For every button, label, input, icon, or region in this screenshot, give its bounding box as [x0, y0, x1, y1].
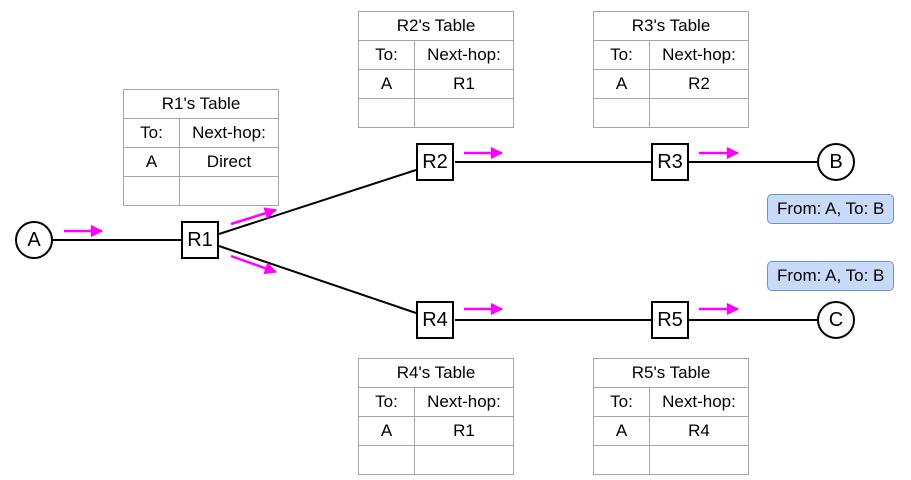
col-header-next-hop: Next-hop: [648, 387, 750, 417]
host-b: B [817, 143, 855, 181]
flow-arrow-r1-r4 [230, 254, 278, 275]
empty-cell [593, 445, 650, 475]
empty-cell [123, 176, 180, 206]
empty-cell [178, 176, 280, 206]
cell-next-hop: R1 [413, 416, 515, 446]
cell-to: A [593, 416, 650, 446]
col-header-to: To: [593, 40, 650, 70]
cell-next-hop: R4 [648, 416, 750, 446]
cell-to: A [358, 69, 415, 99]
empty-cell [648, 98, 750, 128]
col-header-next-hop: Next-hop: [648, 40, 750, 70]
col-header-next-hop: Next-hop: [413, 40, 515, 70]
table-title: R2's Table [357, 11, 515, 41]
empty-cell [413, 445, 515, 475]
empty-cell [358, 445, 415, 475]
link-r1-r4 [218, 245, 417, 314]
table-title: R3's Table [592, 11, 750, 41]
packet-label-b: From: A, To: B [767, 194, 895, 224]
router-r5: R5 [651, 301, 689, 339]
link-r1-r2 [218, 169, 417, 235]
col-header-to: To: [593, 387, 650, 417]
host-c: C [817, 301, 855, 339]
col-header-to: To: [358, 387, 415, 417]
col-header-to: To: [358, 40, 415, 70]
col-header-next-hop: Next-hop: [178, 118, 280, 148]
empty-cell [648, 445, 750, 475]
cell-next-hop: Direct [178, 147, 280, 177]
empty-cell [358, 98, 415, 128]
table-title: R1's Table [122, 89, 280, 119]
cell-next-hop: R1 [413, 69, 515, 99]
packet-label-c: From: A, To: B [767, 261, 895, 291]
cell-to: A [123, 147, 180, 177]
router-r4: R4 [416, 301, 454, 339]
cell-to: A [593, 69, 650, 99]
empty-cell [593, 98, 650, 128]
router-r3: R3 [651, 143, 689, 181]
col-header-next-hop: Next-hop: [413, 387, 515, 417]
col-header-to: To: [123, 118, 180, 148]
table-title: R5's Table [592, 358, 750, 388]
router-r2: R2 [416, 143, 454, 181]
router-r1: R1 [181, 221, 219, 259]
cell-next-hop: R2 [648, 69, 750, 99]
host-a: A [15, 221, 53, 259]
cell-to: A [358, 416, 415, 446]
table-title: R4's Table [357, 358, 515, 388]
flow-arrow-r1-r2 [230, 207, 278, 226]
empty-cell [413, 98, 515, 128]
